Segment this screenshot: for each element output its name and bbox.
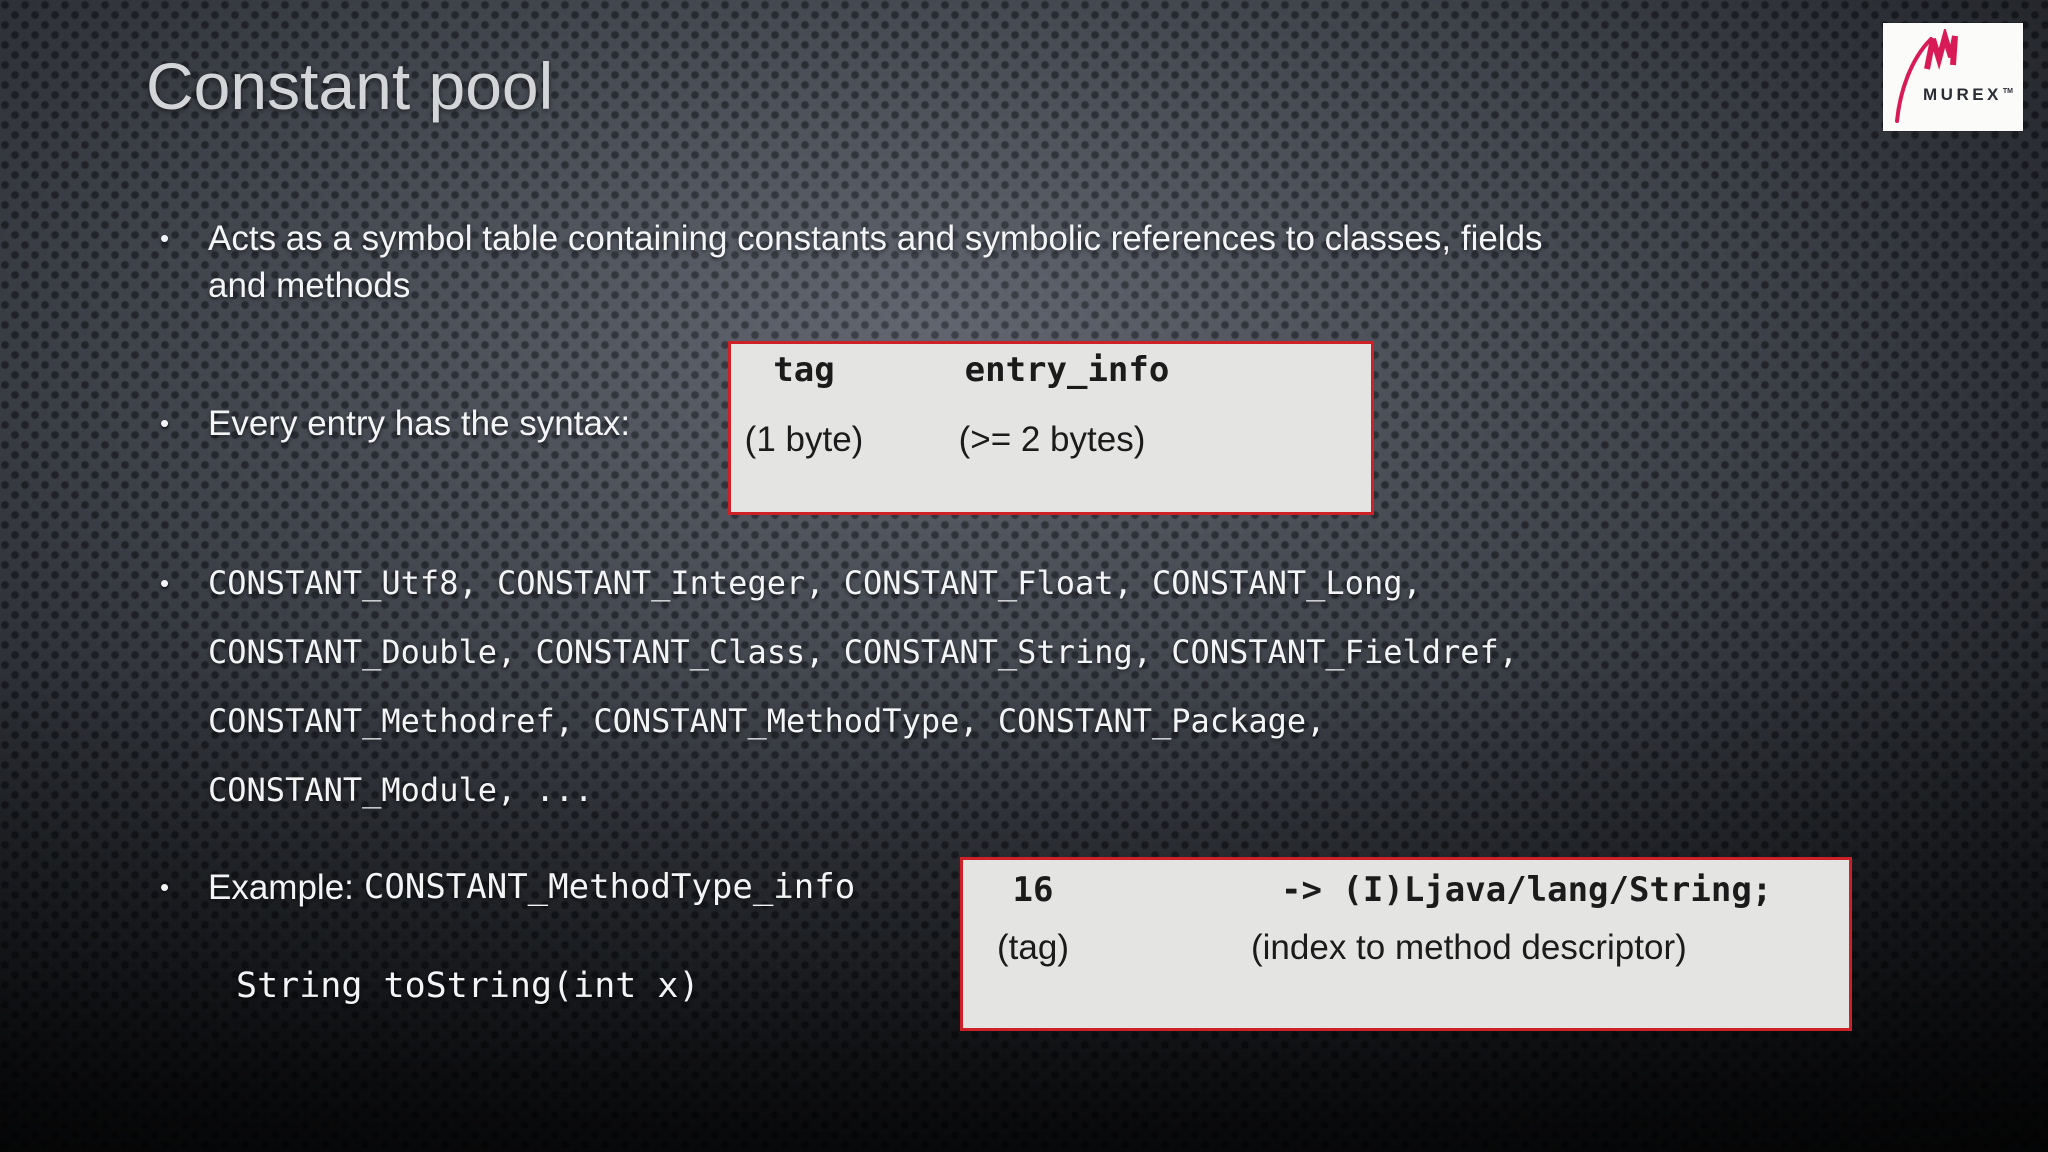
bullet-marker: • [160,408,170,438]
method-type-example-box: 16 -> (I)Ljava/lang/String; (tag) (index… [960,857,1852,1031]
logo-tm-mark: TM [2002,88,2014,96]
constant-types-line-2: CONSTANT_Double, CONSTANT_Class, CONSTAN… [208,633,1519,671]
example-descriptor-value: -> (I)Ljava/lang/String; [1281,870,1773,910]
syntax-tag-header: tag [773,350,835,390]
constant-types-line-1: CONSTANT_Utf8, CONSTANT_Integer, CONSTAN… [208,564,1422,602]
bullet-marker: • [160,872,170,902]
bullet-symbol-table-text: Acts as a symbol table containing consta… [208,219,1543,305]
syntax-tag-size: (1 byte) [744,420,864,459]
constant-types-list: CONSTANT_Utf8, CONSTANT_Integer, CONSTAN… [208,549,1518,825]
bullet-symbol-table: • Acts as a symbol table containing cons… [146,215,1566,309]
bullet-entry-syntax: • Every entry has the syntax: [146,400,1046,447]
syntax-entry-info-header: entry_info [964,350,1170,390]
bullet-constant-types: • CONSTANT_Utf8, CONSTANT_Integer, CONST… [146,549,1846,825]
bullet-entry-syntax-text: Every entry has the syntax: [208,404,631,443]
example-method-signature: String toString(int x) [236,966,700,1006]
bullet-marker: • [160,568,170,598]
example-label: Example: [208,868,354,907]
bullet-example: • Example: CONSTANT_MethodType_info [146,864,1146,911]
example-tag-value: 16 [1012,870,1054,910]
constant-types-line-4: CONSTANT_Module, ... [208,771,594,809]
example-structure-name: CONSTANT_MethodType_info [363,867,856,907]
logo-wordmark: MUREXTM [1923,85,2013,105]
example-tag-label: (tag) [997,928,1069,967]
bullet-marker: • [160,223,170,253]
murex-logo: MUREXTM [1883,23,2023,131]
constant-types-line-3: CONSTANT_Methodref, CONSTANT_MethodType,… [208,702,1326,740]
entry-syntax-box: tag entry_info (1 byte) (>= 2 bytes) [728,341,1374,515]
murex-swoosh-icon [1895,29,1958,123]
example-descriptor-label: (index to method descriptor) [1251,928,1687,967]
logo-brand-text: MUREX [1923,85,2002,104]
page-title: Constant pool [146,49,554,123]
syntax-entry-info-size: (>= 2 bytes) [958,420,1146,459]
